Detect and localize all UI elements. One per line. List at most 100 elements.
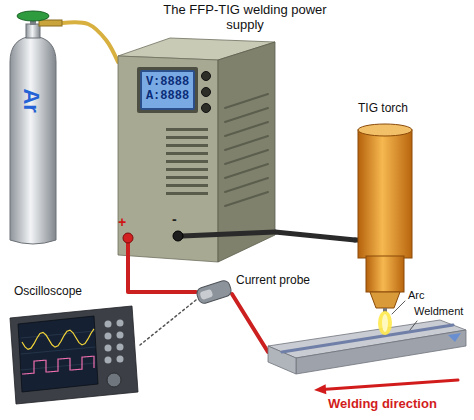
- oscilloscope: Oscilloscope: [8, 302, 140, 406]
- arc-glow: [378, 311, 392, 335]
- probe-jaw: [199, 289, 213, 300]
- probe-label: Current probe: [236, 274, 310, 288]
- front-vent: [166, 184, 208, 187]
- display-readout: V:8888: [146, 76, 189, 90]
- part-label: Weldment: [414, 305, 463, 318]
- work-cable: [232, 294, 268, 352]
- housing-side: [218, 42, 275, 262]
- front-vent: [166, 176, 208, 179]
- front-vent: [166, 160, 208, 163]
- control-knob: [202, 88, 211, 97]
- illustration: [355, 122, 415, 312]
- display-bezel: [137, 67, 198, 113]
- side-louvre: [225, 122, 268, 136]
- side-louvre: [225, 164, 268, 178]
- weldment-plate: Weldment: [268, 320, 466, 374]
- direction-arrow-shaft: [326, 380, 458, 389]
- text-anchor: Oscilloscope: [14, 285, 82, 299]
- text-anchor: Arc: [408, 289, 425, 302]
- side-louvre: [225, 178, 268, 192]
- direction-arrow-head: [314, 384, 326, 394]
- front-vent: [166, 192, 208, 195]
- work-cable: [128, 262, 196, 292]
- front-vent: [166, 128, 208, 131]
- weld-bead: [282, 325, 453, 352]
- front-vent: [166, 144, 208, 147]
- control-knob: [202, 72, 211, 81]
- scope-button: [105, 321, 112, 328]
- torch-body: [358, 130, 412, 258]
- equipment-title: The FFP-TIG welding power supply: [155, 3, 335, 33]
- torch-head: [366, 256, 404, 292]
- side-louvre: [225, 94, 268, 108]
- text-anchor: The FFP-TIG welding power supply: [155, 3, 335, 33]
- torch-label: TIG torch: [358, 102, 408, 116]
- weld-groove: [448, 333, 461, 342]
- gas-cylinder: Ar: [6, 8, 62, 246]
- signal-trace: [22, 356, 94, 374]
- torch-cable: [275, 232, 355, 240]
- control-knob: [202, 104, 211, 113]
- cylinder-label: Ar: [19, 88, 44, 112]
- power-supply: The FFP-TIG welding power supplyV:8888A:…: [118, 36, 275, 262]
- side-louvre: [225, 108, 268, 122]
- scope-button: [117, 320, 124, 327]
- negative-terminal: [173, 231, 183, 241]
- side-louvre: [225, 192, 268, 206]
- scope-knob: [107, 373, 121, 387]
- front-vent: [166, 152, 208, 155]
- scope-button: [117, 332, 124, 339]
- torch-nozzle: [370, 292, 400, 308]
- text-anchor: TIG torch: [358, 102, 408, 116]
- illustration: [268, 320, 466, 374]
- gas-outlet: [39, 20, 62, 26]
- text-anchor: +: [118, 214, 126, 230]
- scope-button: [105, 345, 112, 352]
- scope-button: [117, 356, 124, 363]
- text-anchor: Weldment: [414, 305, 463, 318]
- leader-line: [392, 301, 405, 314]
- instrument-label: Oscilloscope: [14, 285, 82, 299]
- arc-core: [382, 314, 388, 332]
- illustration: [6, 8, 62, 246]
- display-panel: V:8888A:8888: [140, 70, 195, 110]
- illustration: [8, 302, 140, 406]
- leader-line: [410, 321, 417, 330]
- gas-hose: [62, 22, 118, 62]
- polarity-sign: +: [118, 214, 126, 230]
- direction-label: Welding direction: [328, 397, 437, 412]
- screen-grid: [21, 331, 95, 338]
- positive-terminal: [123, 233, 133, 243]
- text-anchor: Welding direction: [328, 397, 437, 412]
- housing-front: [118, 56, 218, 262]
- negative-cable-stub: [182, 232, 275, 236]
- probe-clamp: [195, 279, 232, 305]
- arc-label: Arc: [408, 289, 425, 302]
- text-anchor: Ar: [19, 88, 43, 113]
- scope-button: [117, 344, 124, 351]
- signal-trace: [22, 329, 94, 349]
- text-anchor: Current probe: [236, 274, 310, 288]
- probe-body: [195, 279, 232, 305]
- scope-body: [10, 306, 138, 404]
- positive-cable-stub: [126, 243, 130, 262]
- screen-grid: [21, 347, 95, 354]
- tig-torch: TIG torch: [355, 122, 415, 312]
- cylinder-neck: [26, 24, 40, 38]
- illustration: [196, 280, 232, 304]
- scope-button: [105, 357, 112, 364]
- text-anchor: -: [172, 211, 177, 227]
- display-readout: A:8888: [146, 90, 189, 104]
- current-probe: Current probe: [196, 280, 232, 304]
- signal-lead: [140, 300, 196, 345]
- valve-handwheel: [17, 11, 49, 21]
- scope-button: [105, 333, 112, 340]
- torch-cap: [358, 124, 412, 136]
- front-vent: [166, 168, 208, 171]
- cylinder-body: [10, 36, 56, 244]
- polarity-sign: -: [172, 211, 177, 227]
- side-louvre: [225, 136, 268, 150]
- scope-screen: [18, 316, 98, 392]
- front-vent: [166, 136, 208, 139]
